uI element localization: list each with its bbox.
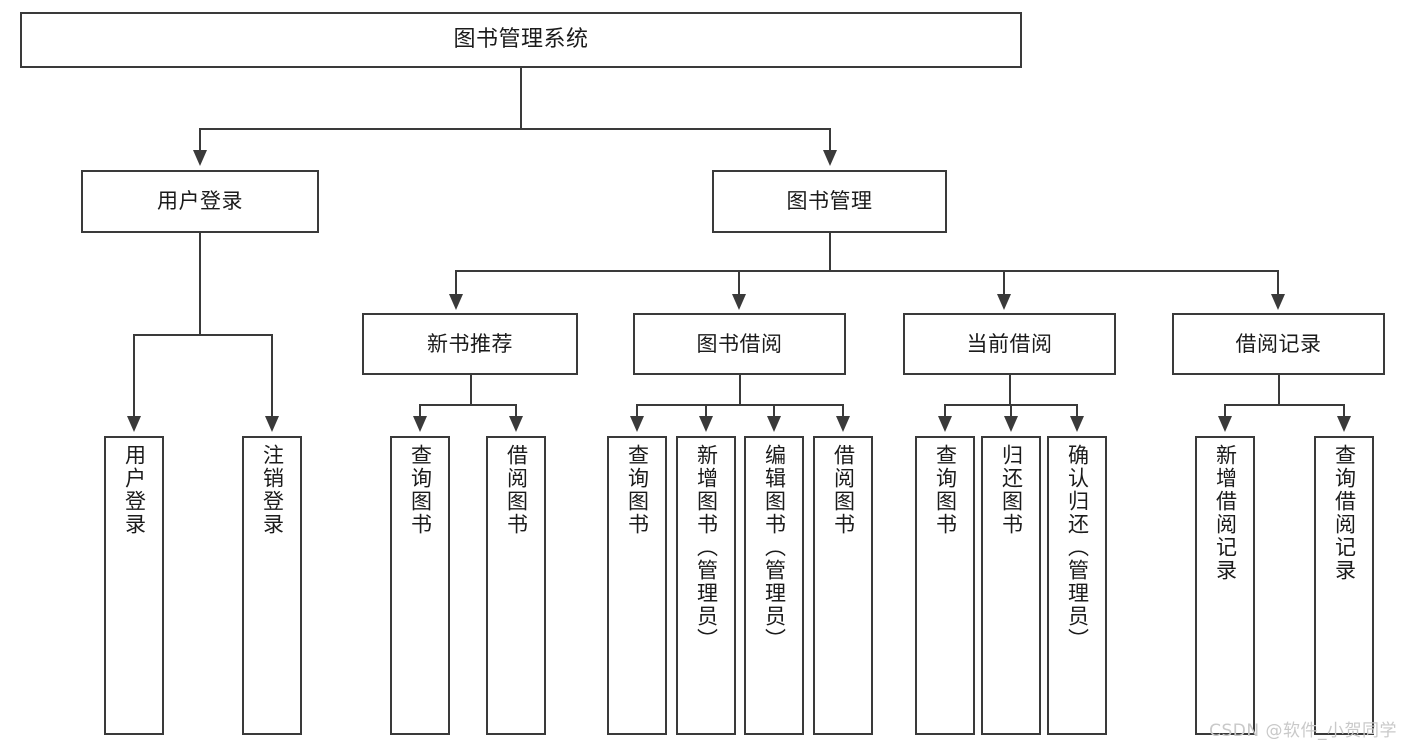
arrow-to-leaf-add-book xyxy=(699,416,713,432)
connector-current-stem xyxy=(1009,375,1011,404)
node-label: 查询图书 xyxy=(408,444,433,536)
connector-book-manage-bar xyxy=(455,270,1279,272)
connector-user-login-bar xyxy=(134,334,273,336)
arrow-to-leaf-query-book-2 xyxy=(630,416,644,432)
node-label: 新书推荐 xyxy=(427,331,513,356)
arrow-to-leaf-return-book xyxy=(1004,416,1018,432)
node-label: 查询图书 xyxy=(625,444,650,536)
connector-record-drop-2 xyxy=(1343,404,1345,416)
node-label: 用户登录 xyxy=(122,444,147,536)
connector-root-drop-left xyxy=(199,128,201,150)
arrow-to-borrow-record xyxy=(1271,294,1285,310)
connector-borrow-drop-3 xyxy=(773,404,775,416)
arrow-to-current-borrow xyxy=(997,294,1011,310)
node-leaf-add-borrow-record[interactable]: 新增借阅记录 xyxy=(1195,436,1255,735)
connector-user-login-drop-1 xyxy=(133,334,135,416)
connector-borrow-stem xyxy=(739,375,741,404)
node-borrow-record[interactable]: 借阅记录 xyxy=(1172,313,1385,375)
connector-root-drop-right xyxy=(829,128,831,150)
node-leaf-query-book-recommend[interactable]: 查询图书 xyxy=(390,436,450,735)
connector-user-login-stem xyxy=(199,233,201,334)
node-leaf-query-borrow-record[interactable]: 查询借阅记录 xyxy=(1314,436,1374,735)
node-label: 当前借阅 xyxy=(966,331,1053,356)
arrow-to-leaf-borrow-book-1 xyxy=(509,416,523,432)
arrow-to-new-book-recommend xyxy=(449,294,463,310)
node-leaf-borrow-book-recommend[interactable]: 借阅图书 xyxy=(486,436,546,735)
node-label: 图书借阅 xyxy=(696,331,783,356)
connector-book-manage-drop-4 xyxy=(1277,270,1279,294)
connector-recommend-drop-2 xyxy=(515,404,517,416)
watermark-text: CSDN @软件_小贺同学 xyxy=(1209,721,1397,741)
node-leaf-query-book-borrow[interactable]: 查询图书 xyxy=(607,436,667,735)
connector-root-stem xyxy=(520,68,522,128)
connector-book-manage-drop-2 xyxy=(738,270,740,294)
connector-recommend-drop-1 xyxy=(419,404,421,416)
arrow-to-leaf-query-record xyxy=(1337,416,1351,432)
connector-book-manage-drop-3 xyxy=(1003,270,1005,294)
node-label: 查询借阅记录 xyxy=(1332,444,1357,582)
arrow-to-leaf-user-login xyxy=(127,416,141,432)
node-label: 新增借阅记录 xyxy=(1213,444,1238,582)
connector-borrow-drop-1 xyxy=(636,404,638,416)
arrow-to-leaf-query-book-3 xyxy=(938,416,952,432)
connector-book-manage-drop-1 xyxy=(455,270,457,294)
node-leaf-add-book-admin[interactable]: 新增图书（管理员） xyxy=(676,436,736,735)
arrow-to-book-borrow xyxy=(732,294,746,310)
connector-borrow-bar xyxy=(636,404,844,406)
node-label: 借阅图书 xyxy=(504,444,529,536)
connector-current-drop-2 xyxy=(1010,404,1012,416)
node-leaf-query-book-current[interactable]: 查询图书 xyxy=(915,436,975,735)
node-label: 查询图书 xyxy=(933,444,958,536)
node-label: 新增图书（管理员） xyxy=(694,444,719,651)
node-root-system[interactable]: 图书管理系统 xyxy=(20,12,1022,68)
connector-current-drop-3 xyxy=(1076,404,1078,416)
connector-user-login-drop-2 xyxy=(271,334,273,416)
connector-borrow-drop-2 xyxy=(705,404,707,416)
node-book-borrow[interactable]: 图书借阅 xyxy=(633,313,846,375)
node-label: 图书管理 xyxy=(786,189,873,214)
arrow-to-leaf-confirm-return xyxy=(1070,416,1084,432)
node-label: 归还图书 xyxy=(999,444,1024,536)
node-leaf-borrow-book[interactable]: 借阅图书 xyxy=(813,436,873,735)
connector-book-manage-stem xyxy=(829,233,831,270)
node-user-login[interactable]: 用户登录 xyxy=(81,170,319,233)
connector-record-drop-1 xyxy=(1224,404,1226,416)
connector-root-bar xyxy=(200,128,830,130)
node-leaf-return-book[interactable]: 归还图书 xyxy=(981,436,1041,735)
node-new-book-recommend[interactable]: 新书推荐 xyxy=(362,313,578,375)
connector-current-drop-1 xyxy=(944,404,946,416)
node-current-borrow[interactable]: 当前借阅 xyxy=(903,313,1116,375)
node-label: 借阅图书 xyxy=(831,444,856,536)
node-label: 确认归还（管理员） xyxy=(1065,444,1090,651)
connector-recommend-bar xyxy=(419,404,516,406)
arrow-to-book-manage xyxy=(823,150,837,166)
arrow-to-leaf-add-record xyxy=(1218,416,1232,432)
node-book-manage[interactable]: 图书管理 xyxy=(712,170,947,233)
connector-record-stem xyxy=(1278,375,1280,404)
node-leaf-user-login[interactable]: 用户登录 xyxy=(104,436,164,735)
node-label: 用户登录 xyxy=(157,189,243,214)
arrow-to-user-login xyxy=(193,150,207,166)
arrow-to-leaf-query-book-1 xyxy=(413,416,427,432)
arrow-to-leaf-logout xyxy=(265,416,279,432)
node-leaf-confirm-return-admin[interactable]: 确认归还（管理员） xyxy=(1047,436,1107,735)
connector-borrow-drop-4 xyxy=(842,404,844,416)
node-label: 借阅记录 xyxy=(1235,331,1322,356)
node-leaf-edit-book-admin[interactable]: 编辑图书（管理员） xyxy=(744,436,804,735)
node-leaf-logout[interactable]: 注销登录 xyxy=(242,436,302,735)
arrow-to-leaf-borrow-book-2 xyxy=(836,416,850,432)
node-label: 图书管理系统 xyxy=(453,27,589,53)
connector-recommend-stem xyxy=(470,375,472,404)
arrow-to-leaf-edit-book xyxy=(767,416,781,432)
connector-record-bar xyxy=(1224,404,1344,406)
node-label: 注销登录 xyxy=(260,444,285,536)
node-label: 编辑图书（管理员） xyxy=(762,444,787,651)
